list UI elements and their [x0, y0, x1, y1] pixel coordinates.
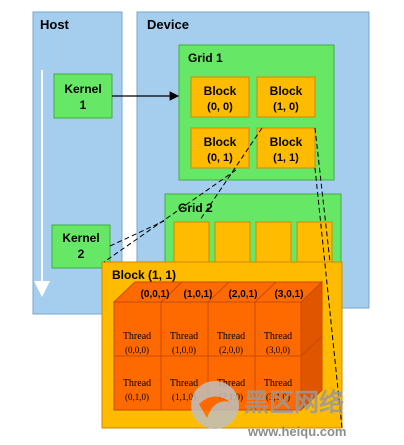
thread-word: Thread [170, 331, 198, 342]
kernel-2-box [51, 224, 111, 269]
grid-2-block-c [255, 221, 292, 269]
block-0-0 [190, 76, 250, 118]
block-1-0 [256, 76, 316, 118]
kernel-1-number-text: 1 [80, 98, 87, 112]
block-1-1-label: Block [270, 135, 303, 149]
block-detail-label: Block (1, 1) [112, 268, 176, 282]
grid-2-block-b [214, 221, 251, 269]
thread-coord: (0,1,0) [125, 392, 149, 402]
block-0-0-label: Block [204, 84, 237, 98]
thread-3-1-0 [254, 355, 302, 411]
thread-3-0-0 [254, 301, 302, 357]
thread-coord: (1,1,0) [172, 392, 196, 402]
top-divider [207, 281, 230, 303]
block-0-1-coord: (0, 1) [207, 152, 233, 164]
thread-1-0-0 [160, 301, 209, 357]
thread-coord: (2,0,0) [219, 345, 243, 355]
thread-word: Thread [264, 378, 292, 389]
kernel-1-label: Kernel [64, 82, 101, 96]
watermark-url: www.heiqu.com [247, 424, 346, 439]
zoom-line-right [314, 127, 331, 263]
block-0-1-label: Block [204, 135, 237, 149]
thread-word: Thread [123, 378, 151, 389]
watermark-logo-icon [191, 381, 239, 429]
zoom-line-right-2 [314, 167, 343, 429]
watermark-logo-swirl [199, 396, 230, 418]
kernel-2-label: Kernel [62, 231, 99, 245]
block-1-0-coord: (1, 0) [273, 101, 299, 113]
host-label: Host [40, 17, 70, 32]
watermark-text: 黑区网络 [244, 388, 344, 417]
grid-2-block-a [173, 221, 210, 269]
top-divider [254, 281, 277, 303]
z-label-2: (2,0,1) [229, 289, 258, 300]
device-label: Device [147, 17, 189, 32]
thread-word: Thread [170, 378, 198, 389]
block-1-1 [256, 127, 316, 169]
grid-1-label: Grid 1 [188, 51, 223, 65]
kernel-2-number: 2 [78, 247, 85, 261]
top-divider [160, 281, 183, 303]
side-divider [300, 335, 323, 357]
thread-coord: (3,1,0) [266, 392, 290, 402]
block-0-0-coord: (0, 0) [207, 101, 233, 113]
z-label-1: (1,0,1) [184, 289, 213, 300]
thread-word: Thread [217, 331, 245, 342]
watermark: 黑区网络 www.heiqu.com [191, 381, 346, 439]
kernel-1-box [53, 73, 113, 119]
thread-0-0-0 [113, 301, 162, 357]
z-label-0: (0,0,1) [141, 289, 170, 300]
zoom-line-left [103, 169, 237, 263]
z-label-3: (3,0,1) [275, 289, 304, 300]
thread-word: Thread [123, 331, 151, 342]
thread-coord: (1,0,0) [172, 345, 196, 355]
thread-word: Thread [264, 331, 292, 342]
zoom-line-left-2 [199, 127, 263, 221]
block-1-1-coord: (1, 1) [273, 152, 299, 164]
thread-coord: (3,0,0) [266, 345, 290, 355]
kernel-2-arrow [109, 220, 165, 247]
block-1-0-label: Block [270, 84, 303, 98]
grid-2-block-d [296, 221, 333, 269]
thread-0-1-0 [113, 355, 162, 411]
thread-coord: (0,0,0) [125, 345, 149, 355]
thread-2-0-0 [207, 301, 256, 357]
thread-word: Thread [217, 378, 245, 389]
